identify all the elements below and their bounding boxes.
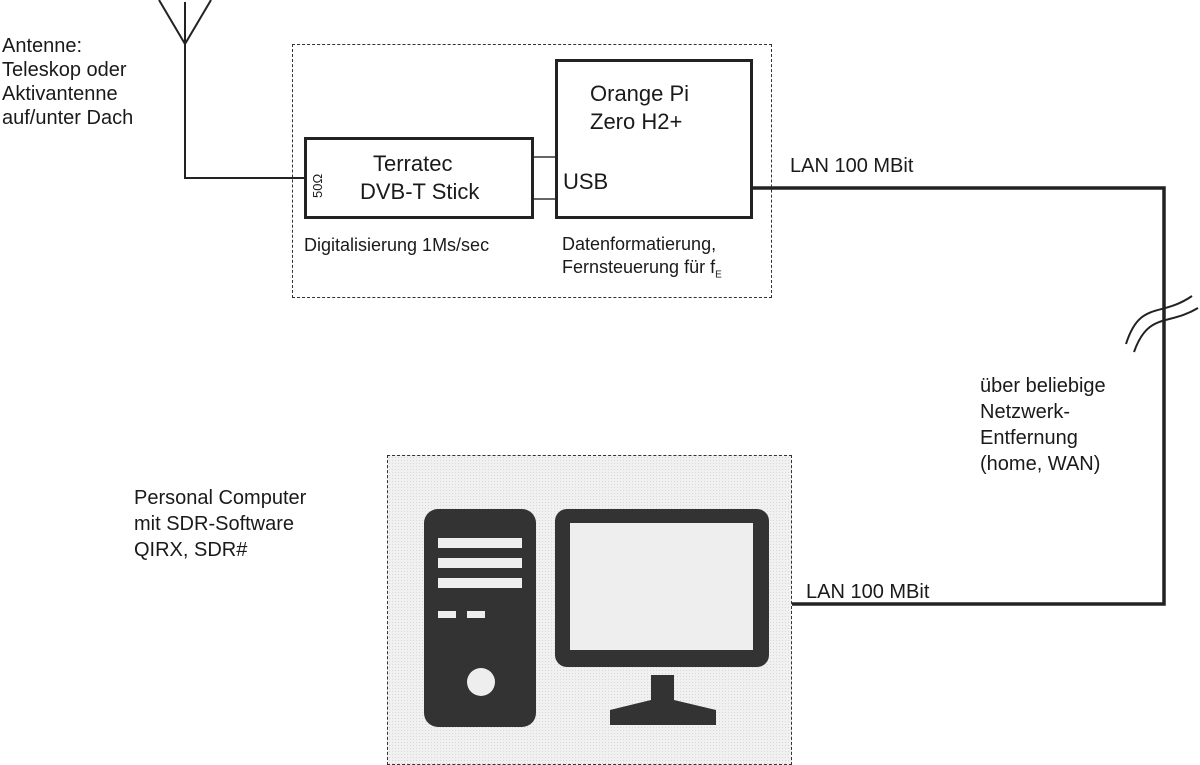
computer-label-line: QIRX, SDR# (134, 539, 248, 561)
computer-area (387, 455, 792, 765)
dvb-title-line: Terratec (373, 151, 453, 176)
orange-pi-title-line: Zero H2+ (590, 109, 683, 134)
orange-pi-title: Orange Pi Zero H2+ (590, 80, 689, 136)
antenna-label-line: Teleskop oder (2, 59, 127, 81)
dvb-stick-caption: Digitalisierung 1Ms/sec (304, 235, 490, 255)
monitor-icon (555, 509, 769, 725)
distance-line: Entfernung (980, 427, 1078, 449)
dvb-t-stick-title: Terratec DVB-T Stick (360, 150, 479, 206)
orange-pi-caption-line: Fernsteuerung für fE (562, 256, 722, 287)
antenna-label: Antenne: Teleskop oder Aktivantenne auf/… (2, 34, 133, 130)
lan-label-bottom: LAN 100 MBit (806, 581, 930, 603)
orange-pi-title-line: Orange Pi (590, 81, 690, 106)
distance-line: (home, WAN) (980, 453, 1101, 475)
cable-break-icon (1125, 295, 1199, 353)
orange-pi-caption-line: Datenformatierung, (562, 234, 717, 254)
antenna-feed-line (184, 44, 306, 179)
computer-label-line: Personal Computer (134, 487, 307, 509)
receiver-enclosure (292, 44, 772, 298)
lan-cable (750, 186, 1166, 606)
distance-line: Netzwerk- (980, 401, 1071, 423)
distance-line: über beliebige (980, 375, 1106, 397)
orange-pi-box: Orange Pi Zero H2+ USB (555, 59, 753, 219)
impedance-label: 50Ω (310, 173, 325, 198)
usb-port-label: USB (563, 169, 609, 194)
caption-text: Fernsteuerung für f (562, 257, 716, 277)
antenna-label-line: Antenne: (2, 35, 83, 57)
antenna-label-line: Aktivantenne (2, 83, 118, 105)
antenna-label-line: auf/unter Dach (2, 107, 134, 129)
dvb-title-line: DVB-T Stick (360, 179, 480, 204)
computer-label-line: mit SDR-Software (134, 513, 295, 535)
caption-subscript: E (715, 269, 722, 281)
desktop-computer-icon (424, 509, 769, 727)
orange-pi-caption: Datenformatierung, Fernsteuerung für fE (562, 233, 722, 287)
pc-tower-icon (424, 509, 536, 727)
network-distance-label: über beliebige Netzwerk- Entfernung (hom… (980, 373, 1106, 477)
antenna-icon (158, 0, 212, 45)
dvb-t-stick-box: Terratec DVB-T Stick 50Ω (304, 137, 534, 219)
lan-label-top: LAN 100 MBit (790, 155, 914, 177)
computer-label: Personal Computer mit SDR-Software QIRX,… (134, 485, 306, 563)
